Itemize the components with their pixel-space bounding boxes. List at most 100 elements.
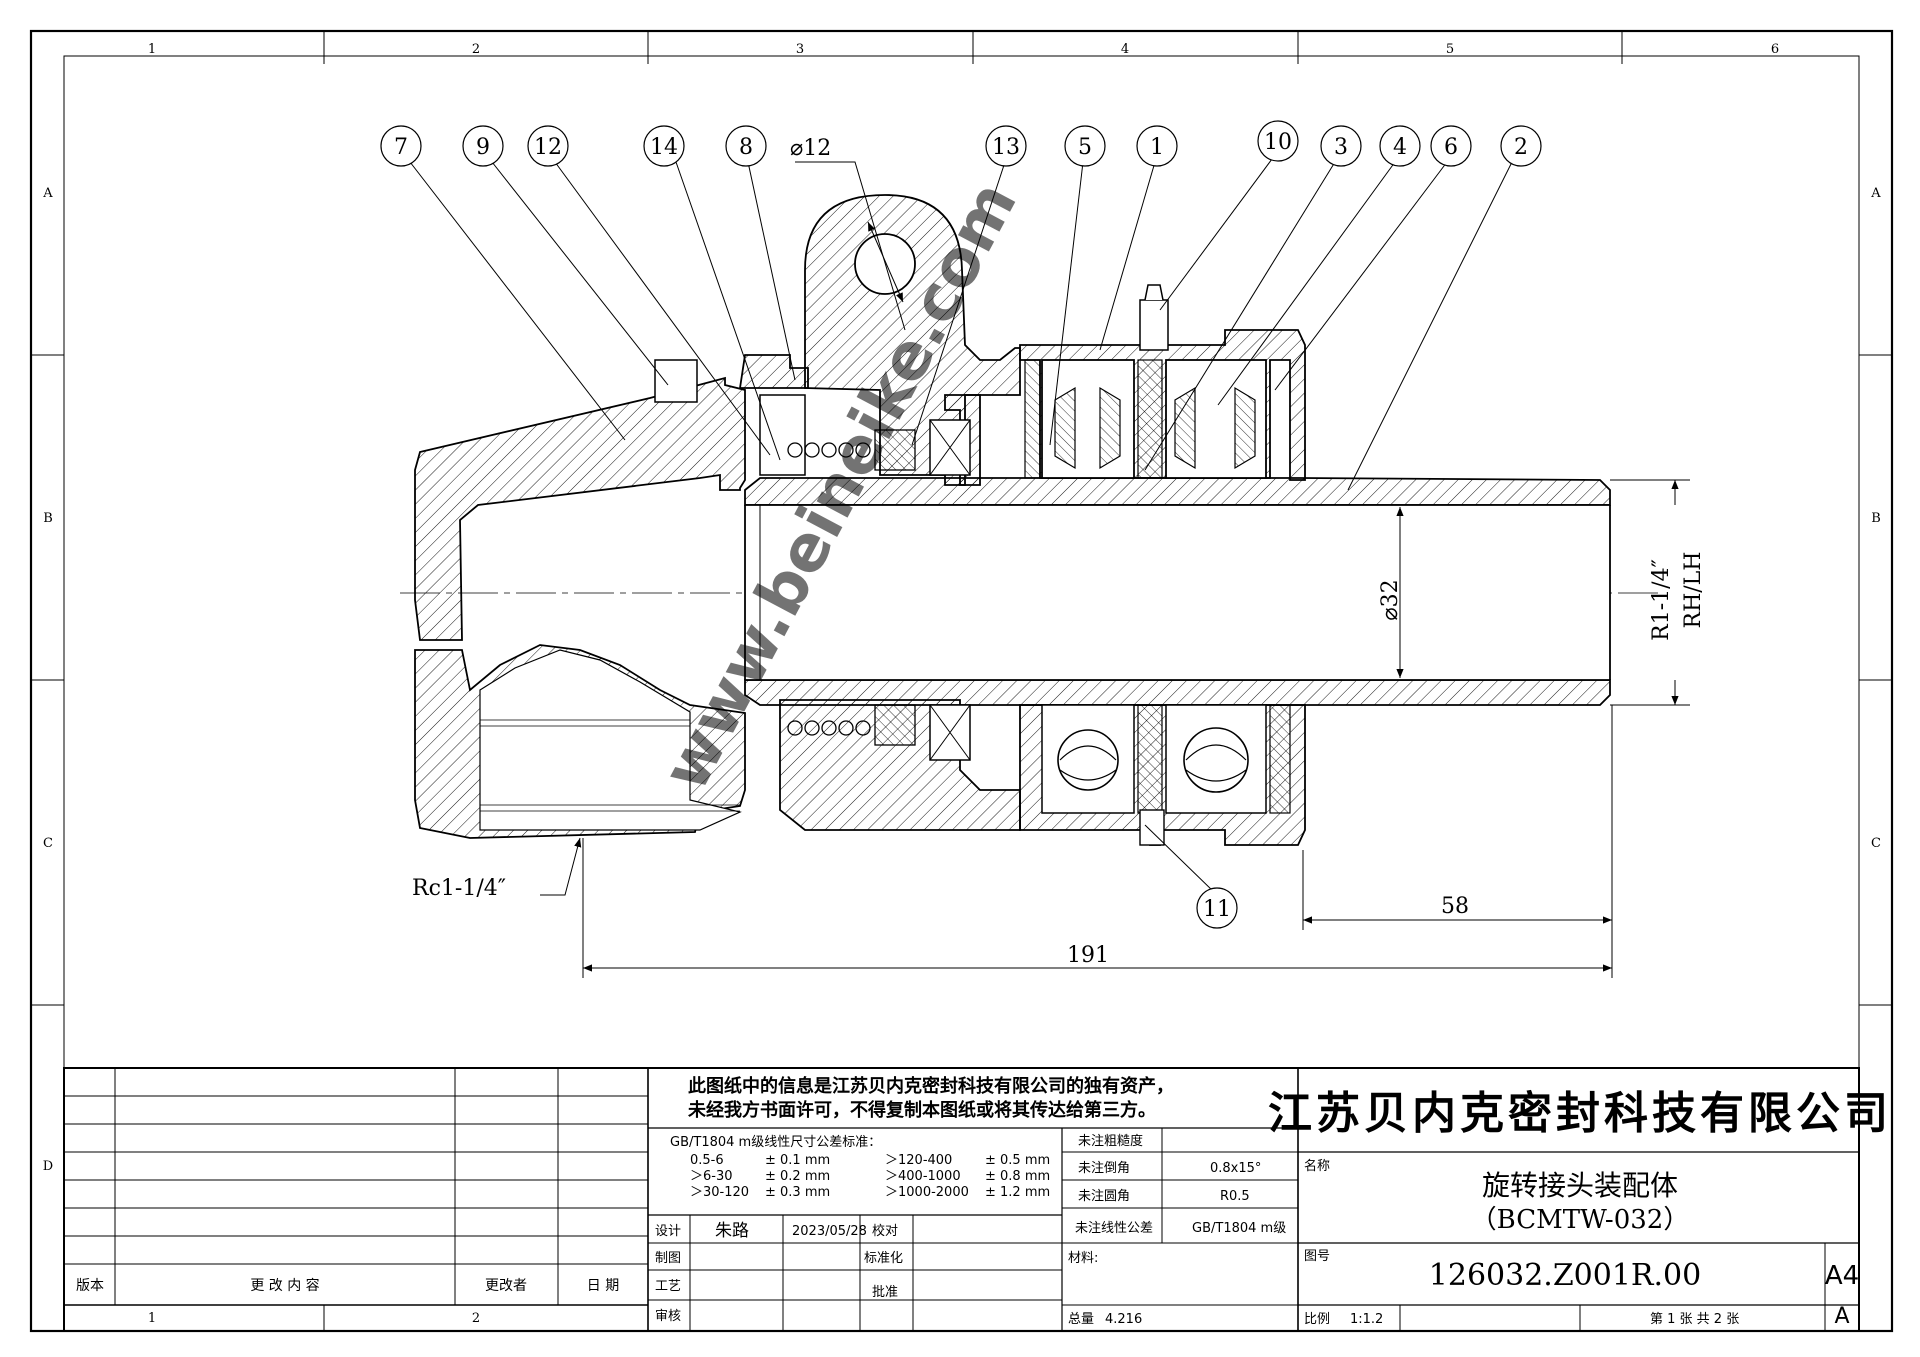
inlet-thread-cavity bbox=[479, 649, 742, 831]
seal-ring-lower bbox=[874, 704, 916, 746]
check-label: 校对 bbox=[872, 1223, 898, 1239]
design-label: 设计 bbox=[655, 1224, 681, 1239]
cross-section-view bbox=[400, 194, 1660, 846]
zone-col-4: 4 bbox=[1121, 42, 1129, 57]
part-model: （BCMTW-032） bbox=[1471, 1205, 1690, 1235]
notice-line-2: 未经我方书面许可，不得复制本图纸或将其传达给第三方。 bbox=[688, 1099, 1156, 1121]
fillet-label: 未注圆角 bbox=[1078, 1189, 1130, 1204]
title-block bbox=[63, 1067, 1860, 1332]
dimensions bbox=[540, 161, 1690, 978]
dim-bore-label: ⌀32 bbox=[1378, 579, 1403, 620]
tol-r3-c1: ＞30-120 bbox=[690, 1185, 749, 1200]
balloon-11: 11 bbox=[1203, 897, 1231, 922]
tol-r1-c1: 0.5-6 bbox=[690, 1153, 724, 1168]
scale-label: 比例 bbox=[1304, 1312, 1330, 1327]
zone-row-c-right: C bbox=[1871, 836, 1881, 851]
zone-col-1-bottom: 1 bbox=[148, 1311, 156, 1326]
bearing-upper-2 bbox=[1165, 359, 1267, 479]
seal-housing-upper bbox=[738, 354, 809, 389]
balloon-13: 13 bbox=[992, 135, 1020, 160]
tol-r1-c2: ± 0.1 mm bbox=[765, 1153, 830, 1168]
balloon-12: 12 bbox=[534, 135, 562, 160]
linear-tol-value: GB/T1804 m级 bbox=[1192, 1221, 1286, 1236]
balloon-9: 9 bbox=[476, 135, 490, 160]
rev-header-version: 版本 bbox=[76, 1278, 104, 1294]
tol-r2-c2: ± 0.2 mm bbox=[765, 1169, 830, 1184]
top-small-cap bbox=[654, 359, 698, 403]
name-label: 名称 bbox=[1304, 1158, 1330, 1174]
dim-total-length: 191 bbox=[1067, 943, 1109, 968]
drawing-no-label: 图号 bbox=[1304, 1249, 1330, 1264]
chamfer-label: 未注倒角 bbox=[1078, 1161, 1130, 1176]
thread-lines bbox=[480, 719, 740, 812]
zone-col-1: 1 bbox=[148, 42, 156, 57]
drawing-number: 126032.Z001R.00 bbox=[1429, 1258, 1701, 1293]
zone-row-d-left: D bbox=[43, 1159, 53, 1174]
zone-row-a-left: A bbox=[42, 186, 53, 201]
revision-letter: A bbox=[1834, 1304, 1849, 1329]
zone-row-a-right: A bbox=[1870, 186, 1881, 201]
springs-upper bbox=[787, 442, 871, 458]
balloon-8: 8 bbox=[739, 135, 753, 160]
zone-col-3: 3 bbox=[796, 42, 804, 57]
zone-row-b-right: B bbox=[1871, 511, 1881, 526]
dim-thread-in: Rc1-1/4″ bbox=[412, 876, 506, 901]
company-name: 江苏贝内克密封科技有限公司 bbox=[1268, 1088, 1892, 1139]
designer-name: 朱路 bbox=[715, 1221, 749, 1241]
balloon-10: 10 bbox=[1264, 130, 1292, 155]
balloon-2: 2 bbox=[1514, 135, 1528, 160]
review-label: 审核 bbox=[655, 1309, 681, 1324]
weight-value: 4.216 bbox=[1105, 1312, 1142, 1327]
process-label: 工艺 bbox=[655, 1279, 681, 1294]
zone-col-6: 6 bbox=[1771, 42, 1779, 57]
approve-label: 批准 bbox=[872, 1285, 898, 1300]
bearing-upper-1 bbox=[1041, 359, 1135, 479]
balloon-6: 6 bbox=[1444, 135, 1458, 160]
linear-tol-label: 未注线性公差 bbox=[1075, 1221, 1153, 1236]
rev-header-by: 更改者 bbox=[485, 1278, 527, 1294]
sheet-info: 第 1 张 共 2 张 bbox=[1650, 1312, 1739, 1327]
tol-r3-c2: ± 0.3 mm bbox=[765, 1185, 830, 1200]
dim-thread-out-2: RH/LH bbox=[1681, 552, 1706, 629]
balloon-1: 1 bbox=[1150, 135, 1164, 160]
chamfer-value: 0.8x15° bbox=[1210, 1161, 1261, 1176]
zone-col-2-bottom: 2 bbox=[472, 1311, 480, 1326]
zone-row-c-left: C bbox=[43, 836, 53, 851]
zone-ticks bbox=[31, 31, 1892, 1331]
zone-col-5: 5 bbox=[1446, 42, 1454, 57]
rev-header-content: 更 改 内 容 bbox=[250, 1277, 319, 1294]
material-label: 材料: bbox=[1068, 1251, 1098, 1266]
zone-row-b-left: B bbox=[43, 511, 53, 526]
dim-hole-label: ⌀12 bbox=[790, 136, 831, 161]
rev-header-date: 日 期 bbox=[587, 1278, 619, 1294]
balloon-14: 14 bbox=[650, 135, 678, 160]
spacer-ring-upper bbox=[1137, 359, 1163, 479]
tol-r2-c4: ± 0.8 mm bbox=[985, 1169, 1050, 1184]
design-date: 2023/05/28 bbox=[792, 1224, 867, 1239]
tol-r3-c3: ＞1000-2000 bbox=[885, 1185, 969, 1200]
inlet-body-upper bbox=[414, 376, 746, 641]
fillet-value: R0.5 bbox=[1220, 1189, 1250, 1204]
notice-line-1: 此图纸中的信息是江苏贝内克密封科技有限公司的独有资产， bbox=[688, 1075, 1174, 1097]
weight-label: 总量 bbox=[1068, 1312, 1094, 1327]
bearing-lower-1 bbox=[1041, 704, 1135, 814]
tol-r1-c4: ± 0.5 mm bbox=[985, 1153, 1050, 1168]
balloon-3: 3 bbox=[1334, 135, 1348, 160]
standard-label: 标准化 bbox=[864, 1251, 903, 1266]
seal-ring-upper bbox=[874, 429, 916, 471]
roughness-label: 未注粗糙度 bbox=[1078, 1133, 1143, 1149]
tol-r3-c4: ± 1.2 mm bbox=[985, 1185, 1050, 1200]
springs-lower bbox=[787, 720, 871, 736]
paper-size: A4 bbox=[1825, 1261, 1859, 1291]
retaining-ring-2 bbox=[1269, 704, 1291, 814]
grease-nipple bbox=[1139, 299, 1169, 351]
zone-col-2: 2 bbox=[472, 42, 480, 57]
grease-nipple-head bbox=[1144, 284, 1164, 301]
seal-seat-upper bbox=[759, 394, 806, 476]
balloons bbox=[380, 120, 1542, 929]
seal-face-upper-x bbox=[929, 419, 971, 476]
dim-thread-out-1: R1-1/4″ bbox=[1649, 559, 1674, 641]
tol-r2-c1: ＞6-30 bbox=[690, 1169, 733, 1184]
drafting-label: 制图 bbox=[655, 1251, 681, 1266]
